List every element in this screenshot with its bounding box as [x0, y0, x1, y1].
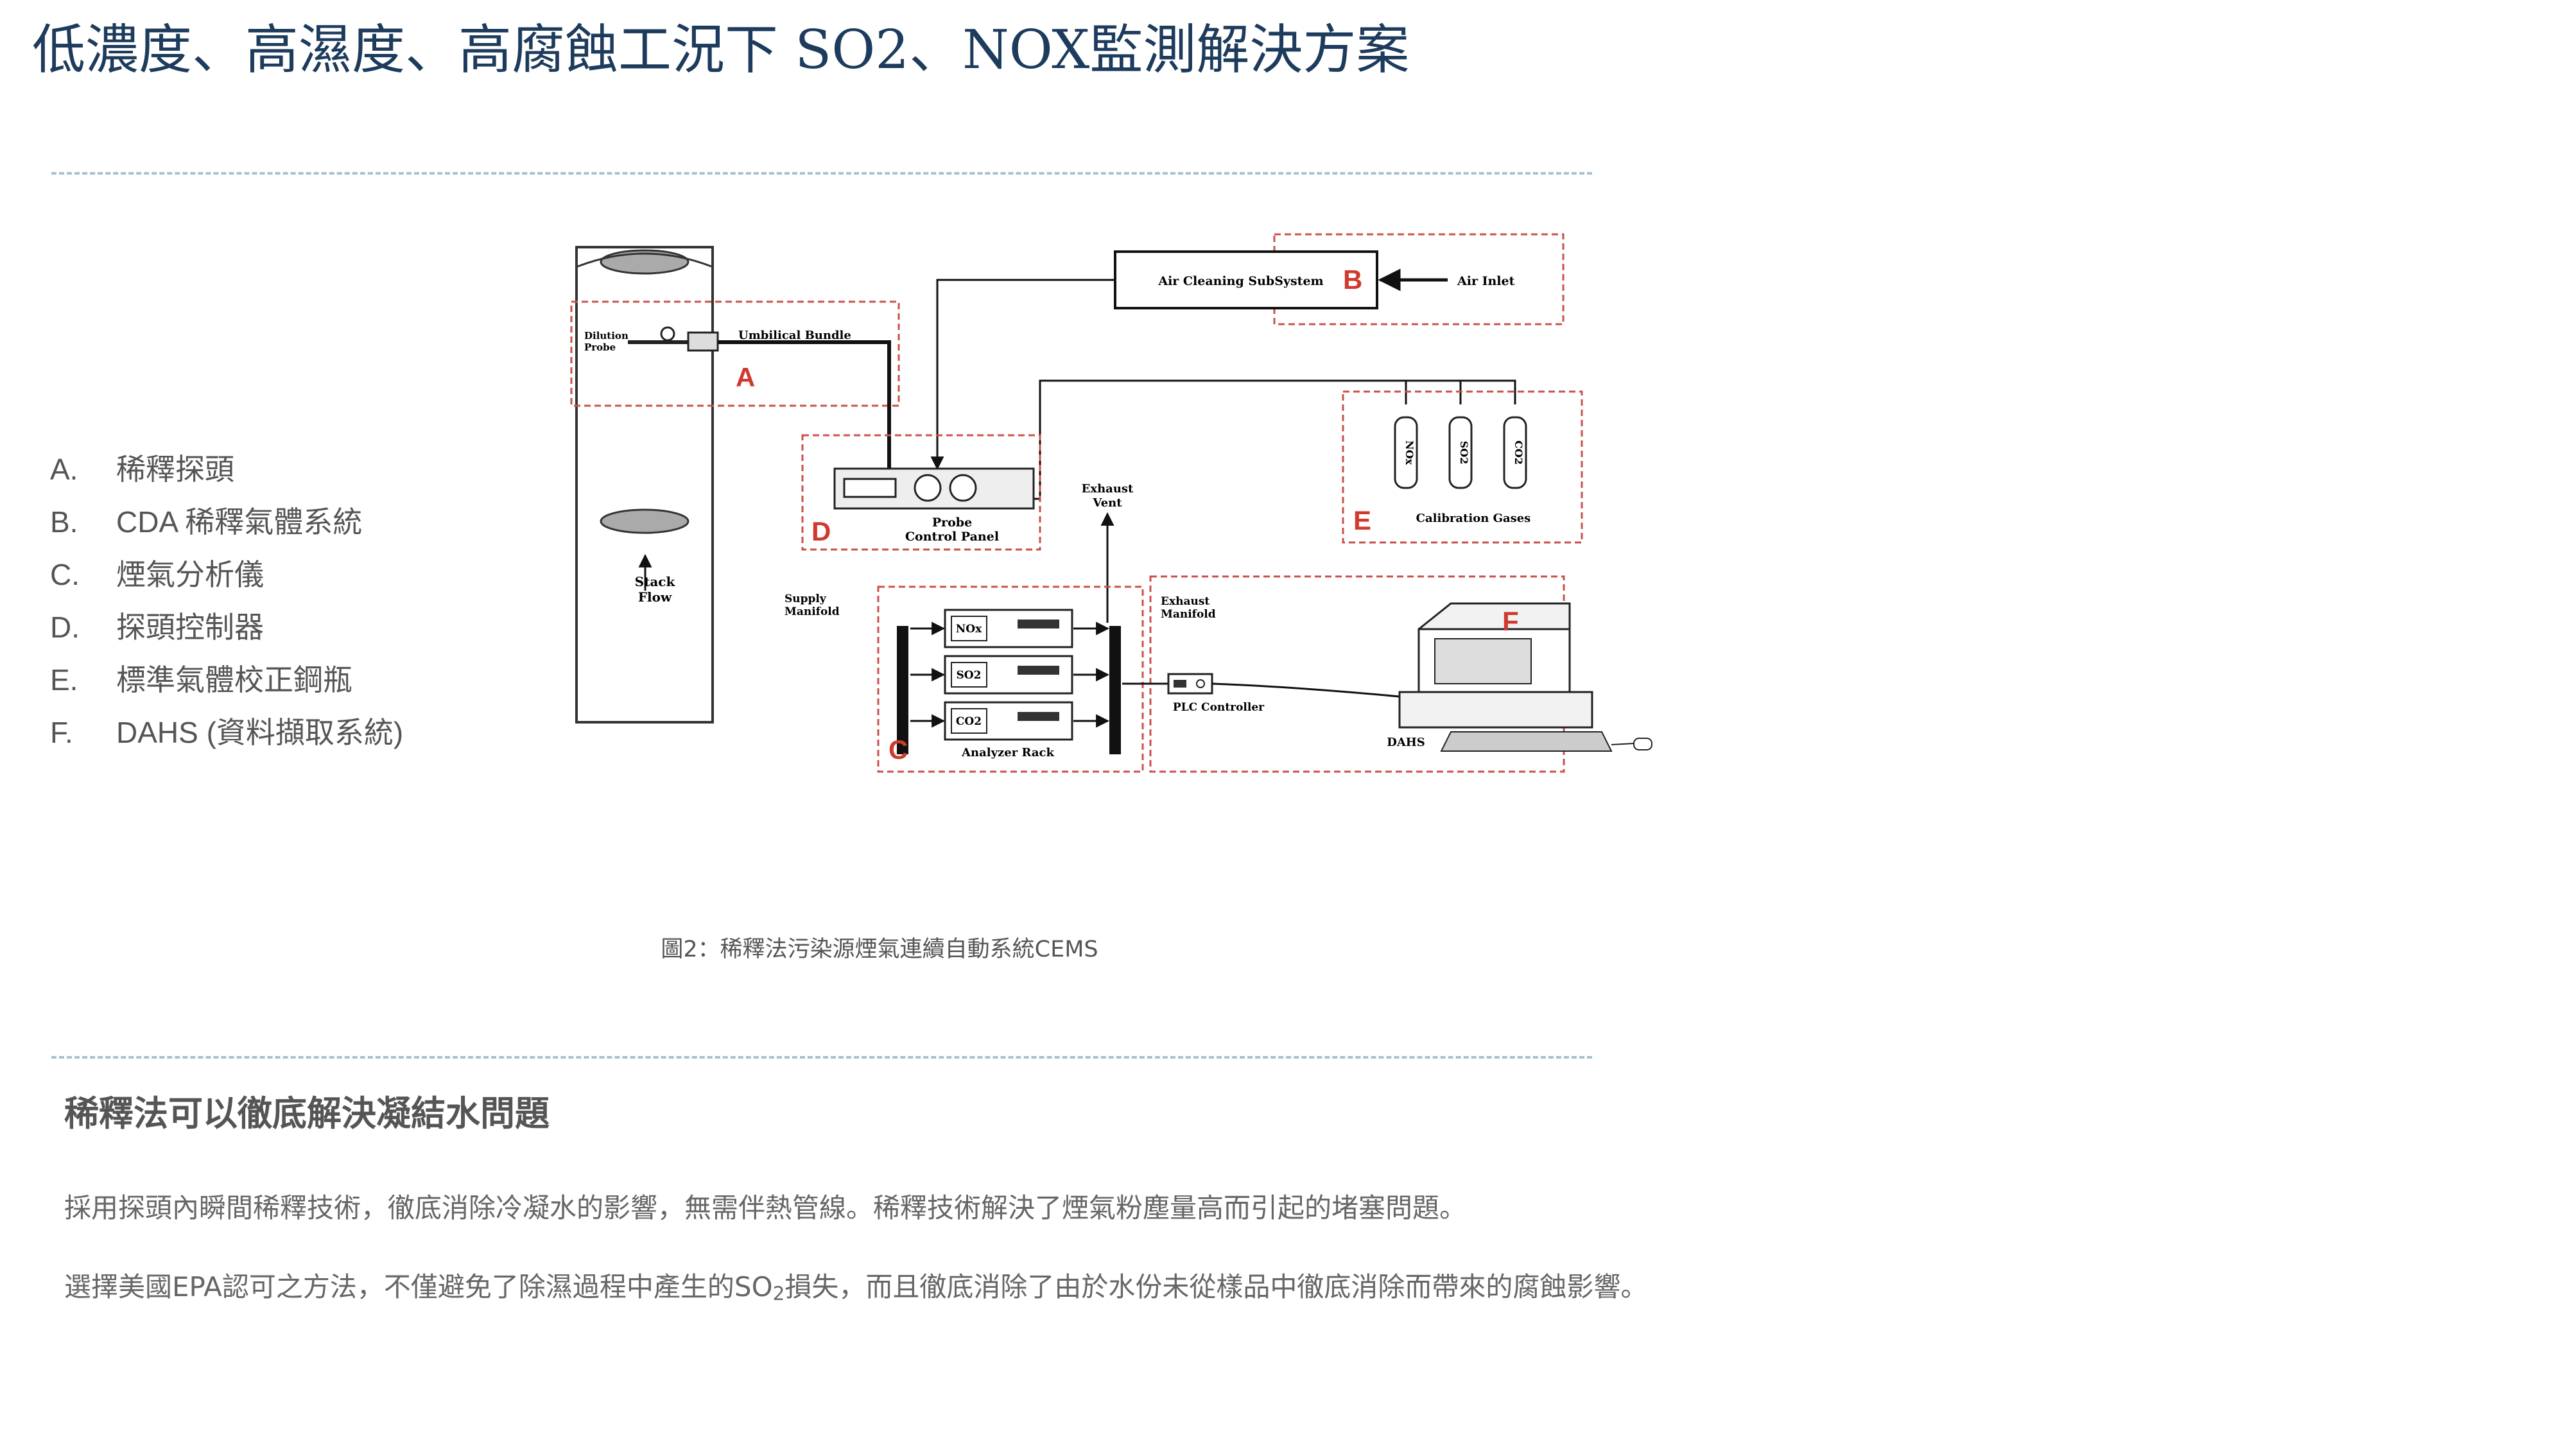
legend-letter: D. [50, 611, 80, 644]
cylinder-label: NOx [1403, 440, 1416, 465]
body-text-part: 選擇美國EPA認可之方法，不僅避免了除濕過程中產生的SO [64, 1271, 773, 1303]
body-paragraph: 採用探頭內瞬間稀釋技術，徹底消除冷凝水的影響，無需伴熱管線。稀釋技術解決了煙氣粉… [64, 1192, 1467, 1224]
marker-c: C [889, 734, 908, 765]
dilution-probe: Dilution Probe Umbilical Bundle A [570, 300, 900, 407]
calibration-gas-line [1034, 379, 1516, 500]
section-heading: 稀釋法可以徹底解決凝結水問題 [64, 1093, 550, 1134]
legend-label: 煙氣分析儀 [116, 558, 264, 591]
body-text-part: 損失，而且徹底消除了由於水份未從樣品中徹底消除而帶來的腐蝕影響。 [785, 1271, 1648, 1303]
legend-label: 標準氣體校正鋼瓶 [116, 663, 352, 697]
supply-manifold-label: Supply [785, 593, 827, 605]
dahs-label: DAHS [1387, 736, 1425, 749]
legend-label: 探頭控制器 [116, 611, 264, 644]
exhaust-manifold-label: Manifold [1161, 608, 1216, 621]
marker-b: B [1343, 264, 1362, 295]
legend-label: CDA 稀釋氣體系統 [116, 505, 363, 539]
air-cleaning-subsystem: Air Cleaning SubSystem B Air Inlet [1114, 233, 1565, 325]
analyzer-label: CO2 [956, 715, 982, 728]
clean-air-line [930, 279, 1115, 471]
legend-item: C. 煙氣分析儀 [50, 548, 403, 601]
umbilical-bundle-label: Umbilical Bundle [738, 329, 851, 342]
marker-e: E [1353, 505, 1371, 535]
stack: Stack Flow [575, 246, 714, 724]
dahs-station: Exhaust Manifold PLC Controller DAHS F [1122, 575, 1652, 773]
legend-letter: A. [50, 453, 78, 486]
cylinder-label: CO2 [1513, 440, 1525, 465]
calibration-gas-cylinders: NOx SO2 CO2 Calibration Gases E [1342, 390, 1583, 544]
legend-item: D. 探頭控制器 [50, 601, 403, 654]
bottom-divider [51, 1056, 1592, 1059]
analyzer-label: NOx [956, 623, 982, 636]
figure-caption: 圖2：稀釋法污染源煙氣連續自動系統CEMS [661, 937, 1098, 962]
legend-item: B. CDA 稀釋氣體系統 [50, 496, 403, 548]
plc-controller-label: PLC Controller [1173, 701, 1265, 714]
marker-a: A [736, 362, 755, 392]
cylinder-label: SO2 [1458, 441, 1470, 465]
stack-flow-label: Stack [635, 574, 676, 589]
exhaust-manifold-label: Exhaust [1161, 595, 1209, 608]
analyzer-rack: NOx SO2 CO2 Analyzer Rack C [877, 585, 1144, 773]
exhaust-vent-label: Vent [1092, 496, 1122, 510]
legend-item: F. DAHS (資料擷取系統) [50, 706, 403, 759]
legend-item: E. 標準氣體校正鋼瓶 [50, 654, 403, 706]
supply-manifold-label: Manifold [785, 605, 840, 618]
calibration-gases-label: Calibration Gases [1416, 512, 1531, 525]
legend-letter: B. [50, 505, 78, 539]
legend-label: DAHS (資料擷取系統) [116, 716, 404, 749]
probe-panel-label: Probe [932, 516, 972, 530]
body-paragraph: 選擇美國EPA認可之方法，不僅避免了除濕過程中產生的SO2損失，而且徹底消除了由… [64, 1247, 1708, 1333]
legend-letter: C. [50, 558, 80, 591]
section-body: 採用探頭內瞬間稀釋技術，徹底消除冷凝水的影響，無需伴熱管線。稀釋技術解決了煙氣粉… [64, 1168, 1708, 1333]
analyzer-label: SO2 [957, 669, 982, 682]
dilution-probe-label: Dilution [584, 330, 628, 342]
page-title: 低濃度、高濕度、高腐蝕工況下 SO2、NOX監測解決方案 [32, 19, 1410, 81]
analyzer-rack-label: Analyzer Rack [961, 746, 1054, 759]
top-divider [51, 172, 1592, 175]
cems-system-diagram: Stack Flow Dilution Probe Umbilical Bund… [552, 205, 1669, 783]
dilution-probe-label: Probe [584, 342, 616, 353]
legend-letter: F. [50, 716, 73, 749]
marker-f: F [1502, 606, 1519, 636]
stack-flow-label: Flow [638, 589, 672, 605]
component-legend: A. 稀釋探頭 B. CDA 稀釋氣體系統 C. 煙氣分析儀 D. 探頭控制器 E. 標準… [50, 443, 403, 759]
marker-d: D [811, 516, 831, 546]
umbilical-bundle-line [718, 340, 891, 480]
probe-control-panel: Probe Control Panel D [801, 434, 1041, 551]
legend-label: 稀釋探頭 [116, 453, 234, 486]
air-cleaning-label: Air Cleaning SubSystem [1157, 274, 1323, 288]
air-inlet-label: Air Inlet [1457, 274, 1515, 288]
legend-letter: E. [50, 663, 78, 697]
probe-panel-label: Control Panel [905, 530, 999, 544]
legend-item: A. 稀釋探頭 [50, 443, 403, 496]
exhaust-vent-label: Exhaust [1082, 482, 1134, 496]
subscript-two: 2 [772, 1282, 785, 1304]
